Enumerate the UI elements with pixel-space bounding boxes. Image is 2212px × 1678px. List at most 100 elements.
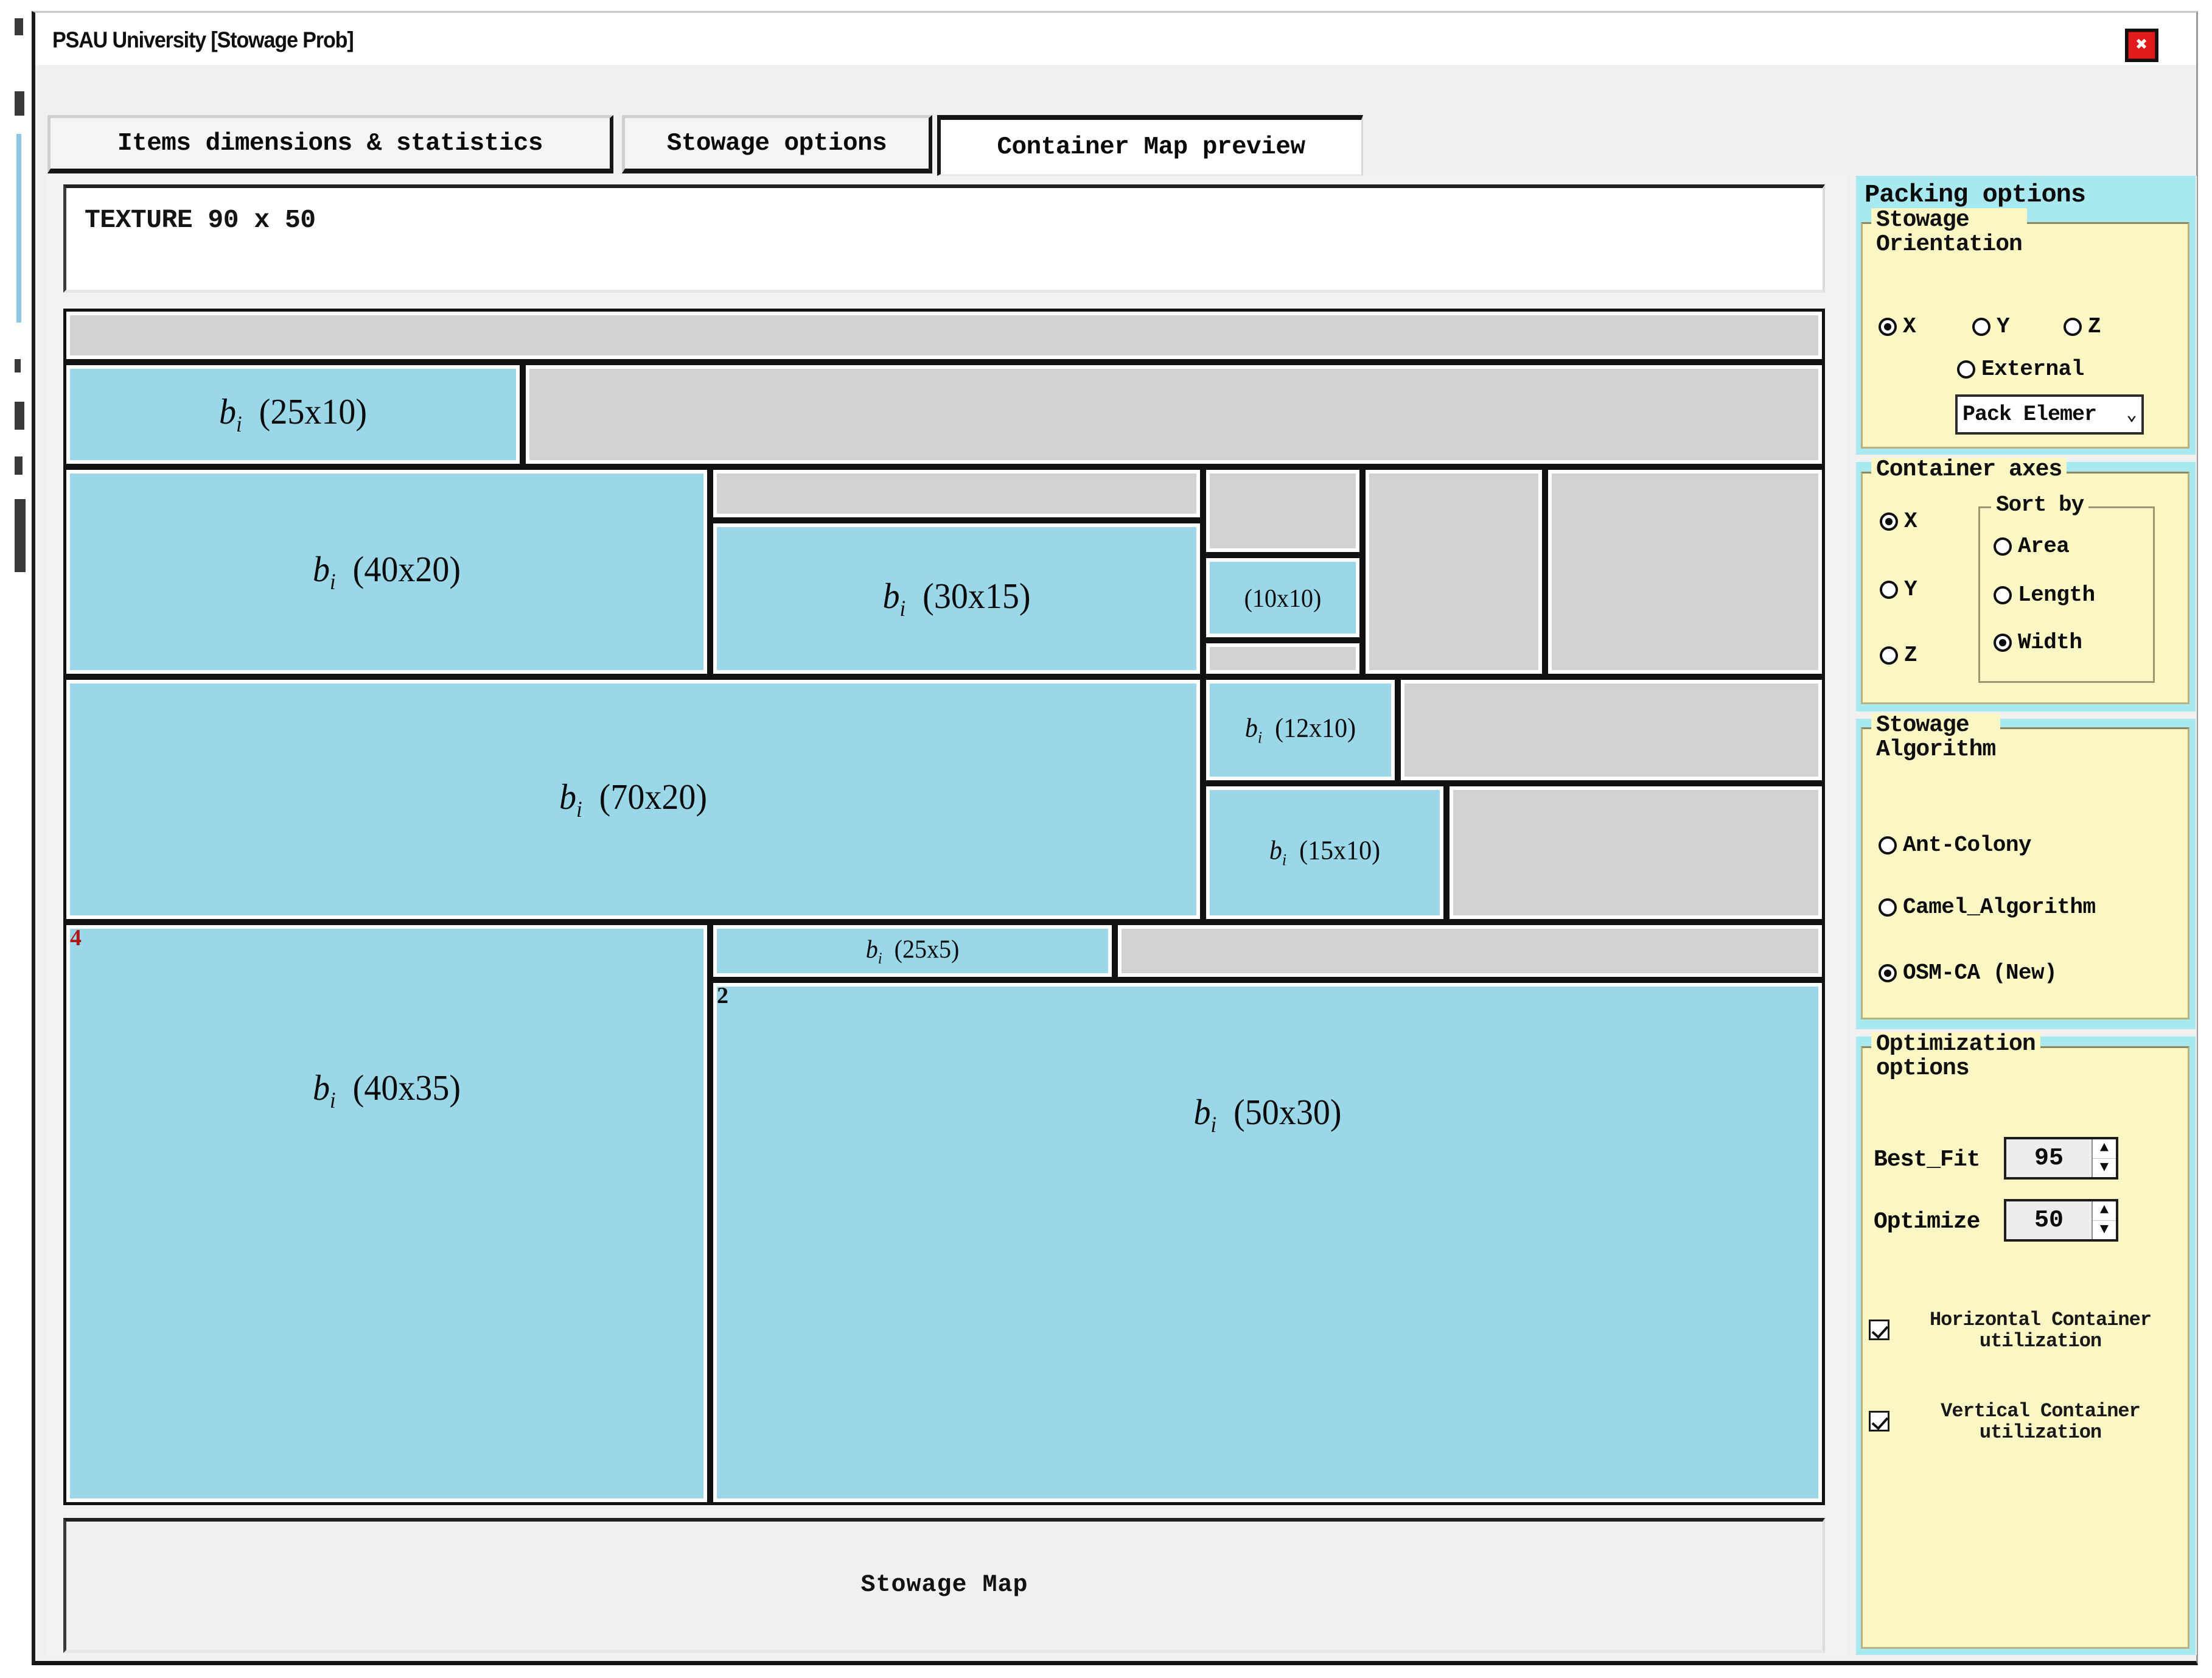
marker-tag-4: 4 [70, 925, 82, 951]
sort-by-legend: Sort by [1991, 492, 2089, 517]
radio-algorithm-camel[interactable]: Camel_Algorithm [1879, 895, 2096, 920]
packing-block-30x15[interactable]: bi (30x15) [710, 520, 1203, 677]
stowage-algorithm-legend: Stowage Algorithm [1871, 713, 2001, 762]
stowage-algorithm-fieldset: Stowage Algorithm Ant-Colony Camel_Algor… [1861, 713, 2189, 1019]
radio-orientation-external[interactable]: External [1957, 357, 2084, 382]
packing-options-title: Packing options [1865, 180, 2086, 209]
packing-block-10x10[interactable]: (10x10) [1203, 555, 1362, 640]
block-label: bi (40x20) [313, 549, 461, 595]
radio-label: Camel_Algorithm [1903, 895, 2096, 920]
tab-label: Stowage options [666, 129, 887, 158]
stepper-arrows[interactable]: ▲ ▼ [2092, 1201, 2116, 1239]
empty-space-cell[interactable] [1115, 922, 1825, 980]
empty-space-cell[interactable] [63, 309, 1825, 362]
packing-block-70x20[interactable]: bi (70x20) [63, 677, 1203, 922]
empty-space-cell[interactable] [523, 362, 1825, 467]
packing-block-40x35[interactable]: 4 bi (40x35) [63, 922, 710, 1505]
radio-label: Y [1997, 314, 2010, 339]
radio-label: X [1903, 314, 1916, 339]
best-fit-label: Best_Fit [1874, 1147, 1980, 1173]
empty-space-cell[interactable] [1446, 783, 1825, 922]
texture-info-box: TEXTURE 90 x 50 [63, 184, 1825, 293]
container-axes-fieldset: Container axes X Y Z Sort by Area [1861, 458, 2189, 704]
best-fit-stepper[interactable]: 95 ▲ ▼ [2004, 1137, 2118, 1180]
radio-axis-x[interactable]: X [1880, 509, 1917, 534]
pack-element-dropdown[interactable]: Pack Elemer ⌄ [1955, 394, 2144, 435]
block-label: bi (15x10) [1269, 836, 1381, 870]
packing-block-12x10[interactable]: bi (12x10) [1203, 677, 1398, 783]
checkbox-icon [1869, 1320, 1889, 1340]
radio-label: Ant-Colony [1903, 833, 2032, 858]
packing-block-25x5[interactable]: bi (25x5) [710, 922, 1115, 980]
radio-icon [1879, 898, 1897, 917]
packing-options-panel: Packing options Stowage Orientation X Y … [1856, 176, 2197, 1655]
radio-sort-width[interactable]: Width [1994, 630, 2082, 655]
empty-space-cell[interactable] [1203, 467, 1362, 555]
packing-block-25x10[interactable]: bi (25x10) [63, 362, 523, 467]
stepper-down-icon[interactable]: ▼ [2099, 1159, 2109, 1176]
stepper-arrows[interactable]: ▲ ▼ [2092, 1139, 2116, 1177]
radio-icon [1994, 537, 2012, 556]
packing-block-15x10[interactable]: bi (15x10) [1203, 783, 1446, 922]
stepper-down-icon[interactable]: ▼ [2099, 1221, 2109, 1238]
best-fit-value: 95 [2006, 1139, 2092, 1177]
radio-icon [1880, 512, 1898, 531]
tab-container-map-preview[interactable]: Container Map preview [937, 115, 1363, 176]
checkbox-label: Horizontal Container utilization [1929, 1309, 2152, 1352]
tab-stowage-options[interactable]: Stowage options [622, 115, 932, 173]
container-axes-legend: Container axes [1871, 458, 2067, 482]
optimization-options-fieldset: Optimization options Best_Fit 95 ▲ ▼ Opt… [1861, 1032, 2189, 1649]
radio-icon [1972, 317, 1990, 336]
sort-by-fieldset: Sort by Area Length Width [1978, 492, 2155, 683]
radio-label: Z [2088, 314, 2101, 339]
tab-items-dimensions-statistics[interactable]: Items dimensions & statistics [47, 115, 613, 173]
radio-icon [1994, 633, 2012, 652]
radio-algorithm-ant-colony[interactable]: Ant-Colony [1879, 833, 2032, 858]
block-label: (10x10) [1244, 583, 1322, 612]
stowage-orientation-legend: Stowage Orientation [1871, 208, 2027, 257]
stepper-up-icon[interactable]: ▲ [2093, 1201, 2116, 1221]
radio-icon [1879, 836, 1897, 855]
optimize-value: 50 [2006, 1201, 2092, 1239]
radio-icon [1879, 317, 1897, 336]
radio-orientation-x[interactable]: X [1879, 314, 1916, 339]
tab-strip: Items dimensions & statistics Stowage op… [47, 115, 2177, 176]
radio-label: Y [1904, 577, 1917, 602]
radio-icon [1880, 580, 1898, 599]
radio-sort-length[interactable]: Length [1994, 582, 2095, 607]
stowage-orientation-fieldset: Stowage Orientation X Y Z External Pack … [1861, 208, 2189, 449]
block-label: bi (30x15) [882, 576, 1031, 621]
radio-icon [1994, 586, 2012, 604]
radio-label: External [1981, 357, 2084, 382]
close-icon[interactable]: ✖ [2125, 29, 2158, 62]
packing-options-header: Packing options [1856, 176, 2196, 214]
container-map-preview-panel: TEXTURE 90 x 50 bi (25x10) bi (40x20) bi… [46, 176, 1847, 1655]
radio-orientation-z[interactable]: Z [2064, 314, 2101, 339]
radio-label: Z [1904, 643, 1917, 668]
radio-label: X [1904, 509, 1917, 534]
radio-axis-y[interactable]: Y [1880, 577, 1917, 602]
chevron-down-icon: ⌄ [2126, 405, 2137, 426]
packing-block-40x20[interactable]: bi (40x20) [63, 467, 710, 677]
checkbox-horizontal-container-utilization[interactable]: Horizontal Container utilization [1869, 1309, 2185, 1352]
packing-block-50x30[interactable]: 2 bi (50x30) [710, 980, 1825, 1505]
dropdown-value: Pack Elemer [1963, 402, 2097, 427]
optimize-stepper[interactable]: 50 ▲ ▼ [2004, 1199, 2118, 1242]
block-label: bi (25x5) [865, 934, 960, 968]
radio-algorithm-osm-ca[interactable]: OSM-CA (New) [1879, 960, 2057, 985]
radio-axis-z[interactable]: Z [1880, 643, 1917, 668]
empty-space-cell[interactable] [1398, 677, 1825, 783]
empty-space-cell[interactable] [1545, 467, 1825, 677]
checkbox-vertical-container-utilization[interactable]: Vertical Container utilization [1869, 1400, 2185, 1443]
optimization-options-legend: Optimization options [1871, 1032, 2040, 1081]
radio-label: Area [2018, 534, 2070, 559]
empty-space-cell[interactable] [710, 467, 1203, 520]
stepper-up-icon[interactable]: ▲ [2093, 1139, 2116, 1159]
radio-sort-area[interactable]: Area [1994, 534, 2070, 559]
edge-artifact-strip [0, 18, 28, 1662]
radio-icon [1957, 360, 1975, 379]
empty-space-cell[interactable] [1203, 640, 1362, 677]
radio-orientation-y[interactable]: Y [1972, 314, 2010, 339]
block-label: bi (50x30) [1193, 1092, 1342, 1138]
empty-space-cell[interactable] [1362, 467, 1545, 677]
